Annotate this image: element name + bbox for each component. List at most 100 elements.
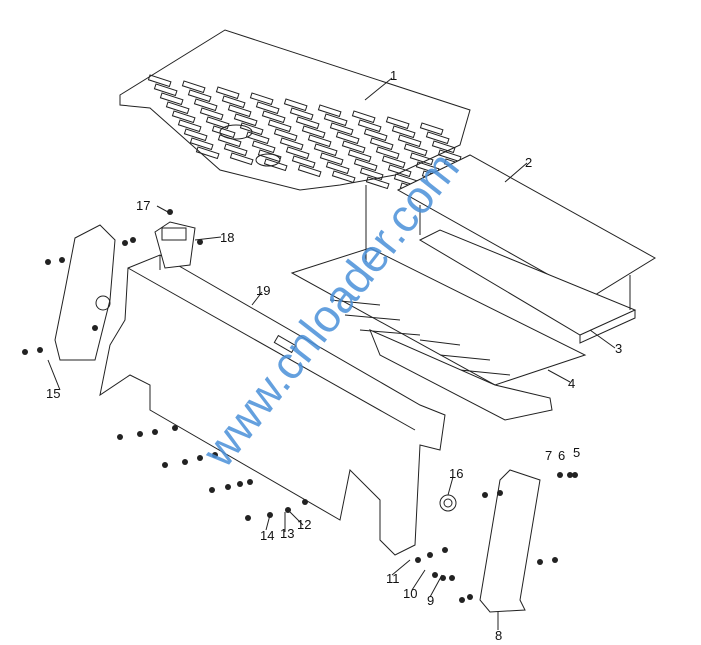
callout-17: 17: [136, 198, 150, 213]
mat-slot: [363, 128, 388, 142]
side-cover-part-15: [54, 224, 116, 361]
fastener: [92, 325, 98, 331]
mat-slot: [307, 134, 332, 148]
callout-11: 11: [386, 571, 400, 586]
callout-2: 2: [525, 155, 532, 170]
mat-slot: [183, 128, 208, 142]
mat-slot: [221, 95, 246, 109]
fastener: [212, 452, 218, 458]
mat-slot: [255, 101, 280, 115]
mat-slot: [291, 155, 316, 169]
mat-slot: [295, 116, 320, 130]
fastener: [130, 237, 136, 243]
mat-slot: [245, 131, 270, 145]
mat-slot: [181, 80, 206, 94]
fastener: [537, 559, 543, 565]
mat-slot: [189, 137, 214, 151]
fastener: [497, 490, 503, 496]
fastener: [459, 597, 465, 603]
fastener: [572, 472, 578, 478]
callout-7: 7: [545, 448, 552, 463]
callout-6: 6: [558, 448, 565, 463]
callout-16: 16: [449, 466, 463, 481]
fastener: [59, 257, 65, 263]
mat-slot: [365, 176, 390, 190]
mat-slot: [215, 86, 240, 100]
mat-slot: [249, 92, 274, 106]
mat-slot: [283, 98, 308, 112]
mat-slot: [409, 152, 434, 166]
fastener: [167, 209, 173, 215]
mat-slot: [263, 158, 288, 172]
fastener: [415, 557, 421, 563]
mat-slot: [177, 119, 202, 133]
fastener: [152, 429, 158, 435]
mat-slot: [357, 119, 382, 133]
plate-part-3: [418, 229, 637, 344]
mat-slot: [251, 140, 276, 154]
mat-slot: [347, 149, 372, 163]
fastener: [467, 594, 473, 600]
mat-slot: [385, 116, 410, 130]
mat-slot: [199, 107, 224, 121]
mat-slot: [331, 170, 356, 184]
mat-slot: [227, 104, 252, 118]
fastener: [137, 431, 143, 437]
fastener: [182, 459, 188, 465]
callout-14: 14: [260, 528, 274, 543]
mat-slot: [403, 143, 428, 157]
callout-8: 8: [495, 628, 502, 643]
mat-slot: [289, 107, 314, 121]
mat-slot: [165, 101, 190, 115]
fasteners: [22, 209, 578, 603]
mat-slot: [267, 119, 292, 133]
mat-slot: [211, 125, 236, 139]
mat-slot: [341, 140, 366, 154]
mat-slot: [323, 113, 348, 127]
fastener: [237, 481, 243, 487]
side-cover-part-8: [479, 469, 541, 613]
mat-slot: [325, 161, 350, 175]
fastener: [197, 455, 203, 461]
fastener: [45, 259, 51, 265]
callout-13: 13: [280, 526, 294, 541]
fastener: [302, 499, 308, 505]
fastener: [449, 575, 455, 581]
fastener: [247, 479, 253, 485]
callout-5: 5: [573, 445, 580, 460]
callout-4: 4: [568, 376, 575, 391]
mat-slot: [233, 113, 258, 127]
mat-slot: [329, 122, 354, 136]
frame-part-19: [99, 254, 446, 556]
mat-slot: [147, 74, 172, 88]
mat-slot: [431, 140, 456, 154]
callout-3: 3: [615, 341, 622, 356]
mat-slot: [319, 152, 344, 166]
mat-slot: [195, 146, 220, 160]
fastener: [482, 492, 488, 498]
mat-slot: [273, 128, 298, 142]
fastener: [209, 487, 215, 493]
mat-slot: [369, 137, 394, 151]
fastener: [117, 434, 123, 440]
fastener: [442, 547, 448, 553]
mat-slot: [229, 152, 254, 166]
mat-slot: [261, 110, 286, 124]
mat-slot: [425, 131, 450, 145]
fastener: [225, 484, 231, 490]
fastener: [22, 349, 28, 355]
mat-slot: [381, 155, 406, 169]
fastener: [197, 239, 203, 245]
floor-plate-part-4: [290, 185, 587, 421]
mat-slot: [313, 143, 338, 157]
mat-slot: [223, 143, 248, 157]
mat-slot: [335, 131, 360, 145]
mat-slot: [391, 125, 416, 139]
mat-slot: [359, 167, 384, 181]
mat-slot: [187, 89, 212, 103]
fastener: [552, 557, 558, 563]
bracket-part-18: [154, 221, 196, 269]
callout-9: 9: [427, 593, 434, 608]
callout-12: 12: [297, 517, 311, 532]
